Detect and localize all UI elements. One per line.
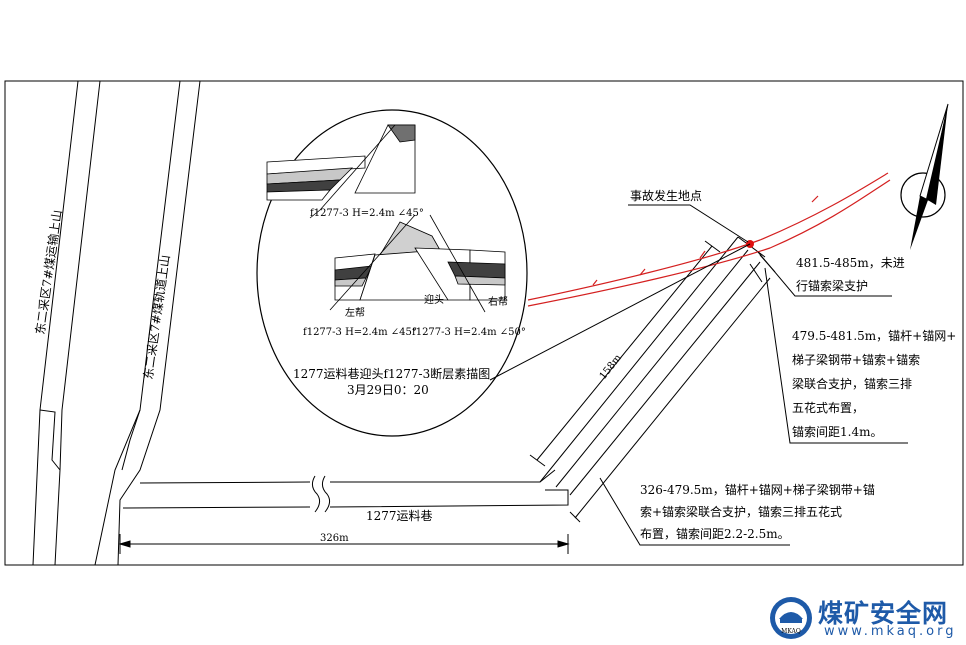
inset-fault-left: f1277-3 H=2.4m ∠45°: [303, 327, 417, 338]
roadway-break-mark: [311, 475, 331, 513]
inset-fault-top: f1277-3 H=2.4m ∠45°: [310, 208, 424, 219]
note-3-line-1: 326-479.5m，锚杆+锚网+梯子梁钢带+锚: [640, 482, 875, 497]
north-arrow-icon: [900, 103, 949, 250]
shaft-side-notches: [39, 409, 141, 471]
accident-leader: [628, 204, 749, 243]
inclined-roadway: [539, 236, 766, 496]
watermark-title: 煤矿安全网: [818, 599, 949, 628]
inset-right-wall: 右帮: [488, 295, 508, 308]
note-2-line-3: 梁联合支护，锚索三排: [792, 376, 912, 391]
track-uphill-roadway: [94, 80, 201, 566]
note-2-leader: [764, 267, 908, 444]
length-label-158: 158m: [598, 352, 625, 382]
watermark-url: www.mkaq.org: [824, 624, 957, 639]
main-roadway: [122, 469, 569, 509]
note-1-line-1: 481.5-485m，未进: [796, 256, 905, 270]
note-2-line-5: 锚索间距1.4m。: [792, 424, 882, 439]
watermark: MKAQ 煤矿安全网 www.mkaq.org: [766, 594, 962, 642]
svg-text:MKAQ: MKAQ: [781, 628, 801, 635]
note-1-leader: [757, 251, 892, 297]
note-2-line-2: 梯子梁钢带+锚索+锚索: [792, 352, 920, 367]
note-2-line-4: 五花式布置，: [792, 400, 864, 415]
drawing-frame: [4, 80, 964, 566]
main-roadway-name: 1277运料巷: [366, 509, 433, 523]
inset-bottom-section: [329, 214, 506, 313]
accident-point-label: 事故发生地点: [630, 188, 702, 203]
note-2-line-1: 479.5-481.5m，锚杆+锚网+: [792, 328, 956, 343]
note-3-leader: [599, 477, 790, 546]
track-road-label: 东二采区7#煤轨道上山: [141, 254, 172, 380]
note-3-line-2: 索+锚索梁联合支护，锚索三排五花式: [640, 504, 842, 519]
inset-top-section: [266, 124, 416, 219]
length-label-326: 326m: [320, 533, 349, 544]
inset-leader: [489, 243, 751, 381]
inset-left-wall: 左帮: [345, 306, 365, 319]
length-dimension-158: [529, 240, 721, 467]
inset-date: 3月29日0：20: [347, 383, 429, 397]
note-1-line-2: 行锚索梁支护: [796, 278, 868, 293]
inset-fault-right: f1277-3 H=2.4m ∠50°: [412, 327, 526, 338]
watermark-logo-icon: MKAQ: [770, 597, 812, 639]
length-dimension-326: [118, 534, 570, 554]
transport-road-label: 东二采区7#煤运输上山: [32, 209, 64, 336]
inset-title: 1277运料巷迎头f1277-3断层素描图: [293, 366, 490, 381]
note-3-line-3: 布置，锚索间距2.2-2.5m。: [640, 526, 790, 541]
inset-face: 迎头: [424, 294, 444, 306]
